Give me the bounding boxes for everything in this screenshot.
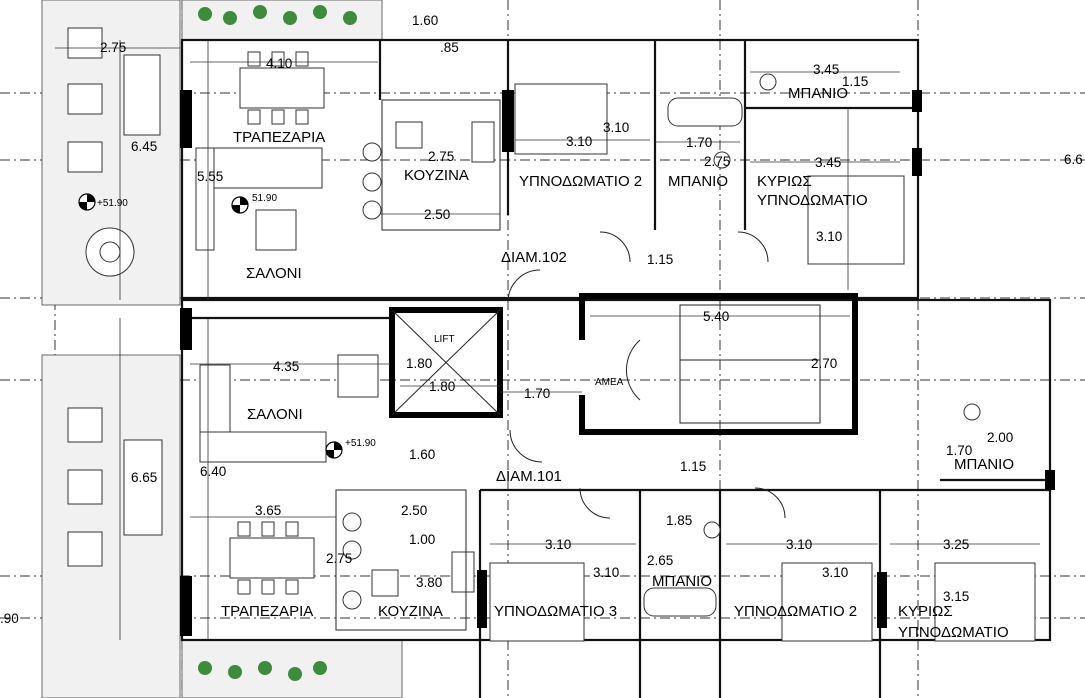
bathtub-icon [643,97,743,617]
dimension-label: 4.35 [273,359,299,374]
sofa-icon [195,147,379,463]
dimension-label: 3.10 [786,537,812,552]
dimension-label: 1.15 [647,252,673,267]
dimension-label: 1.85 [666,513,692,528]
room-label-bath-lower-mid: ΜΠΑΝΙΟ [652,573,712,590]
dimension-labels: 2.75 1.60 .85 4.10 3.45 1.15 6.45 3.10 3… [0,13,1083,626]
dimension-label: 2.00 [987,430,1013,445]
dimension-label: 1.70 [524,386,550,401]
dimension-label: 3.10 [816,229,842,244]
plant-icon [181,0,403,698]
dimension-lines [55,40,1040,640]
level-labels: +51.90 51.90 +51.90 [97,193,376,449]
level-marker-icon [78,193,343,459]
dimension-label: 2.75 [326,551,352,566]
room-label-bath-mid-upper: ΜΠΑΝΙΟ [668,173,728,190]
dimension-label: 1.60 [412,13,438,28]
dimension-label: 3.45 [815,155,841,170]
dimension-label: 3.10 [603,120,629,135]
dimension-label: 6.45 [131,139,157,154]
core [389,293,858,435]
room-label-master-upper-1: ΚΥΡΙΩΣ [757,173,812,190]
room-label-bedroom2-upper: ΥΠΝΟΔΩΜΑΤΙΟ 2 [519,173,642,190]
sink-icon [451,121,495,593]
dimension-label: 6.6 [1064,152,1083,167]
room-label-apt-lower: ΔΙΑΜ.101 [496,468,562,485]
room-label-bath-top-right: ΜΠΑΝΙΟ [788,85,848,102]
room-label-amea: ΑΜΕΑ [595,377,624,388]
dimension-label: 3.10 [545,537,571,552]
dimension-label: 3.25 [943,537,969,552]
room-label-master-lower-2: ΥΠΝΟΔΩΜΑΤΙΟ [898,624,1009,641]
dimension-label: 3.80 [416,575,442,590]
room-label-apt-upper: ΔΙΑΜ.102 [501,249,567,266]
room-label-lift: LIFT [434,334,455,345]
dimension-label: 3.10 [822,565,848,580]
dimension-label: 5.40 [703,309,729,324]
dimension-label: 2.75 [428,149,454,164]
dimension-label: 3.45 [813,62,839,77]
terrace-lower [41,354,181,698]
level-label-terrace: +51.90 [97,198,128,209]
kitchen-stools [335,99,501,631]
dimension-label: 1.70 [686,135,712,150]
level-label-living-lower: +51.90 [345,438,376,449]
bed-icon [489,83,1036,642]
dimension-label: 5.55 [197,169,223,184]
dimension-label: 2.50 [401,503,427,518]
dimension-label: 2.70 [811,356,837,371]
room-label-kitchen-upper: ΚΟΥΖΙΝΑ [404,167,469,184]
dimension-label: 1.15 [842,74,868,89]
dimension-label: 1.80 [429,379,455,394]
room-label-master-lower-1: ΚΥΡΙΩΣ [898,603,953,620]
room-label-dining-lower: ΤΡΑΠΕΖΑΡΙΑ [221,603,313,620]
dimension-label: .85 [440,40,459,55]
dimension-label: 6.65 [131,470,157,485]
dimension-label: 2.50 [424,207,450,222]
room-label-bedroom2-lower: ΥΠΝΟΔΩΜΑΤΙΟ 2 [734,603,857,620]
terrace-upper [41,0,181,306]
room-label-master-upper-2: ΥΠΝΟΔΩΜΑΤΙΟ [757,192,868,209]
dimension-label: 2.65 [647,553,673,568]
dimension-label: 3.10 [593,565,619,580]
room-label-bath-lower-right: ΜΠΑΝΙΟ [954,456,1014,473]
room-label-living-lower: ΣΑΛΟΝΙ [247,406,303,423]
toilet-icon [703,73,981,539]
level-label-living-upper: 51.90 [252,193,277,204]
column-icon [180,90,1055,636]
cooktop-icon [371,121,423,597]
dimension-label: 3.10 [566,134,592,149]
dimension-label: 1.70 [946,443,972,458]
dimension-label: 1.60 [409,447,435,462]
dimension-label: 3.65 [255,503,281,518]
dimension-label: 4.10 [266,56,292,71]
dimension-label: .90 [0,611,19,626]
dimension-label: 2.75 [704,154,730,169]
dimension-label: 6.40 [200,464,226,479]
room-label-kitchen-lower: ΚΟΥΖΙΝΑ [378,603,443,620]
room-labels: ΤΡΑΠΕΖΑΡΙΑ ΣΑΛΟΝΙ ΚΟΥΖΙΝΑ ΥΠΝΟΔΩΜΑΤΙΟ 2 … [221,85,1014,641]
dimension-label: 2.75 [100,40,126,55]
dining-table-icon [229,51,325,595]
dimension-label: 1.00 [409,532,435,547]
dimension-label: 3.15 [943,589,969,604]
room-label-dining-upper: ΤΡΑΠΕΖΑΡΙΑ [233,129,325,146]
doors [507,231,786,519]
dimension-label: 1.15 [680,459,706,474]
dimension-label: 1.80 [406,356,432,371]
room-label-living-upper: ΣΑΛΟΝΙ [246,265,302,282]
room-label-bedroom3-lower: ΥΠΝΟΔΩΜΑΤΙΟ 3 [494,603,617,620]
